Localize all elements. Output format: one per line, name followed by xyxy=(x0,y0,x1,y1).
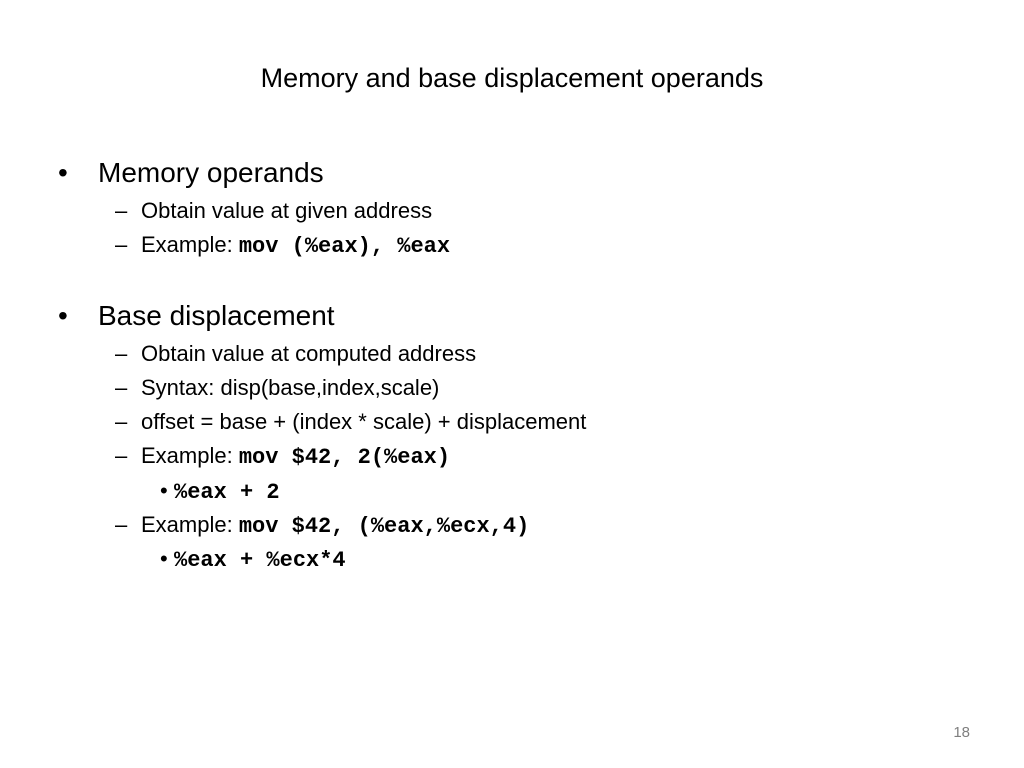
dash-icon: – xyxy=(115,409,128,434)
bullet-icon: • xyxy=(58,157,68,188)
code-snippet: mov $42, (%eax,%ecx,4) xyxy=(238,514,530,539)
bullet-icon: • xyxy=(160,546,168,571)
sub-sub-item: •%eax + 2 xyxy=(160,477,280,507)
sub-item: –offset = base + (index * scale) + displ… xyxy=(115,408,586,436)
code-snippet: %eax + 2 xyxy=(174,480,280,505)
sub-item: –Example: mov $42, (%eax,%ecx,4) xyxy=(115,511,529,541)
sub-item-text: Obtain value at given address xyxy=(141,198,433,223)
bullet-heading: Base displacement xyxy=(98,300,335,331)
code-snippet: mov $42, 2(%eax) xyxy=(238,445,451,470)
sub-item: –Syntax: disp(base,index,scale) xyxy=(115,374,439,402)
code-snippet: mov (%eax), %eax xyxy=(238,234,451,259)
sub-sub-item: •%eax + %ecx*4 xyxy=(160,545,346,575)
page-number: 18 xyxy=(953,724,970,741)
dash-icon: – xyxy=(115,198,128,223)
dash-icon: – xyxy=(115,512,128,537)
bullet-icon: • xyxy=(58,300,68,331)
bullet-icon: • xyxy=(160,478,168,503)
sub-item-text: Syntax: disp(base,index,scale) xyxy=(141,375,440,400)
sub-item-text: Obtain value at computed address xyxy=(141,341,477,366)
code-snippet: %eax + %ecx*4 xyxy=(174,548,346,573)
sub-item-text: Example: xyxy=(141,512,239,537)
sub-item-text: Example: xyxy=(141,443,239,468)
slide-title: Memory and base displacement operands xyxy=(260,63,764,93)
dash-icon: – xyxy=(115,443,128,468)
bullet-base-displacement: • Base displacement xyxy=(58,299,335,333)
sub-item-text: offset = base + (index * scale) + displa… xyxy=(141,409,587,434)
dash-icon: – xyxy=(115,375,128,400)
dash-icon: – xyxy=(115,232,128,257)
dash-icon: – xyxy=(115,341,128,366)
sub-item: –Obtain value at given address xyxy=(115,197,432,225)
sub-item: –Obtain value at computed address xyxy=(115,340,476,368)
bullet-heading: Memory operands xyxy=(98,157,324,188)
sub-item: –Example: mov $42, 2(%eax) xyxy=(115,442,450,472)
bullet-memory-operands: • Memory operands xyxy=(58,156,324,190)
sub-item: –Example: mov (%eax), %eax xyxy=(115,231,450,261)
sub-item-text: Example: xyxy=(141,232,239,257)
